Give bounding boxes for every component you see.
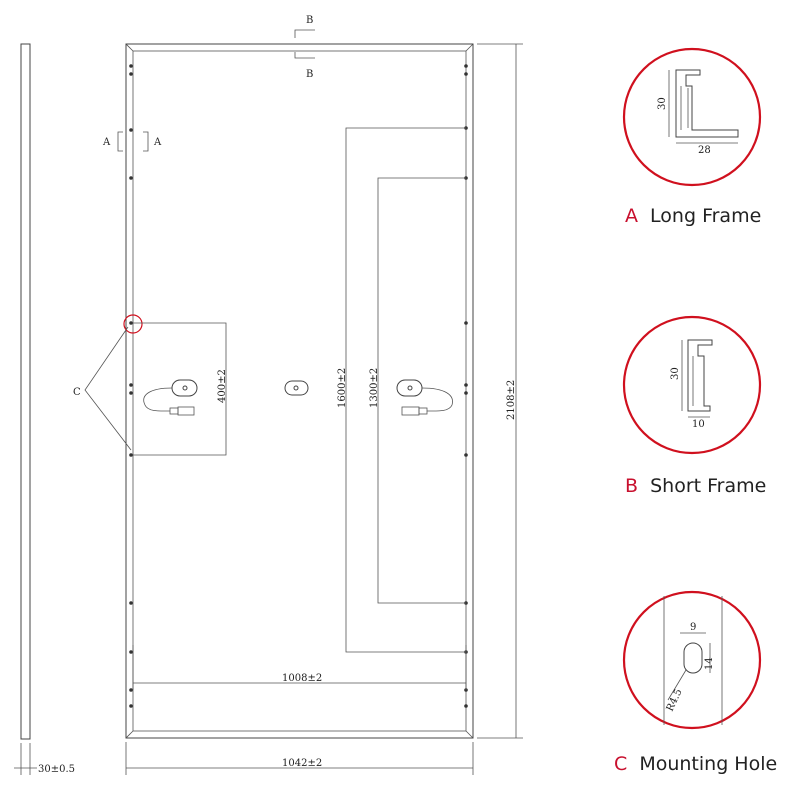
dim-thickness: 30±0.5: [38, 764, 75, 775]
dim-400-box: 400±2: [133, 322, 228, 456]
dim-1042: 1042±2: [125, 742, 474, 775]
detail-b-caption: B Short Frame: [625, 475, 766, 497]
detail-c-caption: C Mounting Hole: [614, 753, 777, 775]
detail-b-circle: 30 10: [622, 315, 762, 455]
svg-text:10: 10: [692, 419, 705, 430]
svg-text:1008±2: 1008±2: [282, 673, 322, 684]
junction-box-left: [143, 379, 198, 416]
svg-text:28: 28: [698, 145, 711, 156]
svg-text:B Short Frame: B Short Frame: [625, 475, 766, 497]
callout-c: C: [73, 314, 143, 451]
dim-400: 400±2: [217, 369, 228, 403]
svg-text:C: C: [73, 387, 81, 398]
mounting-holes: [129, 64, 468, 708]
section-mark-a: A A: [102, 131, 162, 152]
dim-1008: 1008±2: [132, 645, 467, 690]
svg-text:B: B: [306, 15, 313, 26]
panel-frame: [125, 43, 474, 739]
svg-text:30: 30: [670, 367, 681, 380]
detail-a-circle: 30 28: [622, 47, 762, 187]
dim-1600-box: 1600±2: [337, 127, 466, 653]
svg-text:2108±2: 2108±2: [506, 380, 517, 420]
section-mark-b: B B: [294, 15, 315, 80]
dim-2108: 2108±2: [477, 43, 523, 739]
svg-text:A Long Frame: A Long Frame: [625, 205, 761, 227]
dim-1600: 1600±2: [337, 368, 348, 408]
side-profile: 30±0.5: [14, 43, 75, 775]
svg-text:1042±2: 1042±2: [282, 758, 322, 769]
junction-box-right: [396, 379, 453, 416]
svg-text:9: 9: [690, 622, 696, 633]
detail-a-caption: A Long Frame: [625, 205, 761, 227]
svg-text:C Mounting Hole: C Mounting Hole: [614, 753, 777, 775]
dim-1300: 1300±2: [369, 368, 380, 408]
detail-c-circle: 9 14 R4.5: [622, 590, 762, 730]
svg-text:B: B: [306, 69, 313, 80]
svg-text:14: 14: [704, 657, 715, 670]
svg-text:A: A: [153, 137, 162, 148]
dim-1300-box: 1300±2: [369, 177, 466, 604]
junction-box-center: [284, 380, 309, 396]
svg-text:A: A: [102, 137, 111, 148]
svg-text:30: 30: [657, 97, 668, 110]
